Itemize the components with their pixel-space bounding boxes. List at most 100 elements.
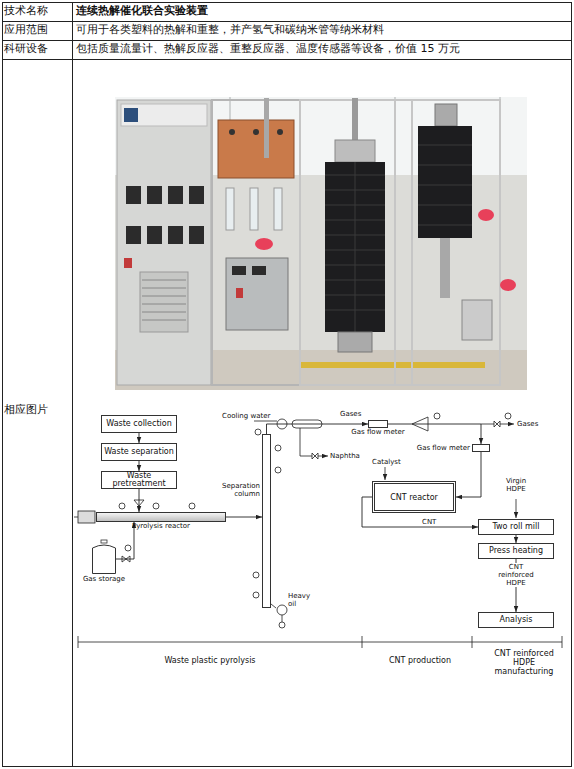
equipment-photo (142, 320, 186, 321)
equipment-photo (418, 205, 472, 206)
table-header-cell: 科研设备 (4, 43, 70, 56)
section-bracket (78, 642, 562, 643)
node-text: Gas flow meter (417, 445, 470, 453)
process-symbols (434, 413, 440, 419)
equipment-photo (252, 266, 266, 275)
process-symbols (494, 421, 500, 427)
process-symbols (516, 499, 517, 518)
equipment-photo (232, 266, 246, 275)
node-text: Press heating (489, 547, 543, 555)
process-symbols (412, 417, 428, 431)
equipment-photo (126, 226, 141, 244)
equipment-photo (440, 238, 450, 298)
table-grid (3, 21, 572, 22)
node-text: Analysis (500, 616, 533, 624)
equipment-photo (121, 104, 207, 126)
equipment-photo (418, 145, 472, 146)
section-bracket (362, 636, 363, 648)
process-symbols (275, 445, 281, 451)
process-symbols (277, 419, 287, 429)
equipment-photo (168, 186, 183, 204)
equipment-photo (250, 188, 258, 230)
equipment-photo (124, 108, 138, 122)
equipment-photo (274, 188, 282, 230)
table-header-cell: 应用范围 (4, 24, 70, 37)
process-symbols (153, 503, 159, 509)
process-symbols (125, 545, 131, 551)
process-symbols (134, 500, 144, 506)
node-text: Waste pretreatment (102, 472, 176, 488)
flow-meter: Gas flow meter (472, 444, 490, 452)
node-text: Waste collection (106, 420, 171, 428)
equipment-photo (335, 140, 375, 162)
process-symbols (122, 556, 130, 562)
process-symbols (253, 592, 259, 598)
process-symbols (255, 429, 261, 435)
process-symbols (189, 503, 195, 509)
equipment-photo (189, 186, 204, 204)
equipment-photo (142, 288, 186, 289)
table-header-cell: 技术名称 (4, 5, 70, 18)
table-cell: 可用于各类塑料的热解和重整，并产氢气和碳纳米管等纳米材料 (76, 24, 566, 37)
process-symbols (292, 420, 322, 428)
section-bracket (562, 636, 563, 648)
table-cell: 包括质量流量计、热解反应器、重整反应器、温度传感器等设备，价值 15 万元 (76, 43, 570, 56)
section-bracket (472, 636, 473, 648)
section-bracket (78, 636, 79, 648)
equipment-photo (218, 120, 294, 178)
equipment-photo (124, 258, 132, 268)
equipment-photo (500, 279, 516, 291)
edge-label: CNT (422, 519, 436, 526)
process-symbols (74, 517, 78, 518)
table-grid (3, 3, 572, 767)
equipment-photo (435, 104, 457, 126)
process-symbols (282, 615, 283, 622)
equipment-photo (142, 280, 186, 281)
flow-arrow (139, 461, 140, 471)
section-label: Waste plastic pyrolysis (130, 656, 290, 665)
process-box: Waste collection (101, 415, 177, 433)
process-symbols (385, 467, 386, 480)
equipment-photo (418, 126, 472, 238)
table-grid (3, 40, 572, 41)
flow-arrow (139, 433, 140, 443)
equipment-photo (142, 296, 186, 297)
stream-label: Gases (517, 420, 547, 428)
node-text: Gas storage (83, 576, 125, 583)
process-box: Two roll mill (478, 519, 554, 535)
equipment-photo (126, 186, 141, 204)
cylinder-valve (101, 540, 107, 543)
equipment-photo (300, 362, 485, 368)
process-symbols (74, 413, 516, 628)
equipment-photo (212, 100, 300, 385)
stream-label: CNT reinforced HDPE (490, 563, 542, 587)
cylinder-outline (93, 545, 116, 574)
stream-label: Catalyst (372, 458, 412, 466)
process-symbols (78, 511, 95, 523)
process-box: Waste pretreatment (101, 471, 177, 489)
process-symbols (277, 605, 287, 615)
equipment-photo (418, 185, 472, 186)
flow-arrow (226, 517, 262, 518)
equipment-photo (115, 97, 527, 390)
equipment-photo (140, 272, 188, 332)
flow-arrow (516, 535, 517, 543)
process-symbols (300, 428, 328, 456)
cylinder-outline (92, 544, 116, 574)
equipment-photo (189, 226, 204, 244)
equipment-photo (462, 300, 492, 340)
process-box: Waste separation (101, 443, 177, 461)
stream-label: Cooling water (222, 412, 282, 420)
equipment-photo (226, 258, 288, 330)
equipment-photo (355, 162, 356, 332)
separation-column: Separation column (262, 434, 271, 608)
equipment-photo (338, 332, 372, 352)
node-text: Separation column (222, 483, 260, 498)
section-label: CNT reinforced HDPE manufacturing (484, 649, 564, 677)
equipment-photo (226, 188, 234, 230)
node-text: Gas flow meter (351, 429, 404, 436)
equipment-photo (168, 226, 183, 244)
equipment-photo (418, 145, 472, 225)
process-symbols (253, 572, 259, 578)
